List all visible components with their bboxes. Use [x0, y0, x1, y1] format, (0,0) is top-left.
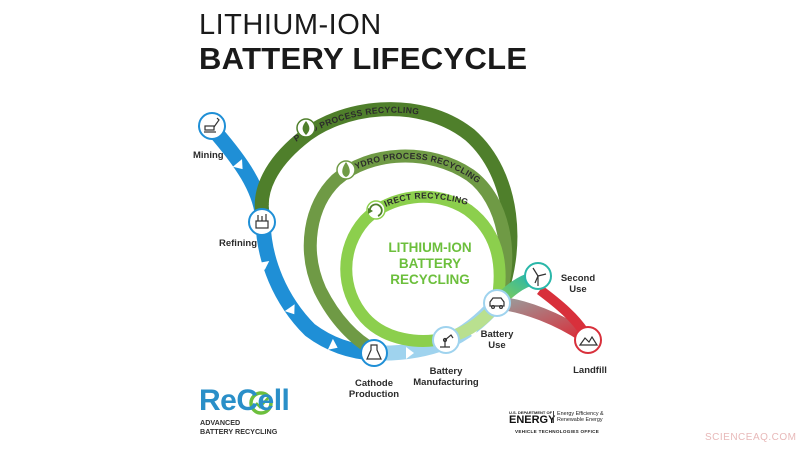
direct-recycling-arc [340, 190, 506, 347]
pyro-recycling-arc [254, 102, 518, 306]
refinery-icon [255, 214, 269, 229]
cathode-label-line1: Cathode [355, 378, 393, 389]
landfill-label: Landfill [573, 365, 607, 376]
cathode-label-line2: Production [349, 389, 399, 400]
cathode-node [360, 339, 388, 367]
droplet-icon [336, 160, 356, 180]
recell-logo-text: ReCell [199, 384, 290, 417]
recell-subtitle-line1: ADVANCED [200, 418, 241, 427]
battery-use-label-line1: Battery [481, 329, 514, 340]
second-use-label-line1: Second [561, 273, 596, 284]
excavator-icon [204, 117, 220, 133]
mining-node [198, 112, 226, 140]
title-line1: LITHIUM-ION [199, 9, 382, 41]
doe-vto: VEHICLE TECHNOLOGIES OFFICE [515, 429, 600, 434]
center-line1: LITHIUM-ION [388, 240, 471, 255]
battery-use-label-line2: Use [488, 340, 505, 351]
second-use-node [524, 262, 552, 290]
flow-arrows [232, 159, 478, 359]
recell-subtitle-line2: BATTERY RECYCLING [200, 426, 278, 436]
watermark: SCIENCEAQ.COM [705, 432, 797, 443]
second-use-label-line2: Use [569, 284, 586, 295]
manufacturing-node [432, 326, 460, 354]
doe-energy: ENERGY [509, 414, 556, 426]
refining-node [248, 208, 276, 236]
recycle-arrow-icon [366, 200, 386, 220]
doe-dept: U.S. DEPARTMENT OF [509, 410, 553, 415]
wind-turbine-icon [532, 267, 547, 286]
landfill-node [574, 326, 602, 354]
doe-eere: Energy Efficiency & Renewable Energy [553, 411, 604, 423]
flame-icon [296, 118, 316, 138]
manufacturing-label-line1: Battery [430, 366, 463, 377]
center-line3: RECYCLING [390, 272, 470, 287]
refining-label: Refining [219, 238, 257, 249]
title-line2: BATTERY LIFECYCLE [199, 41, 528, 76]
center-line2: BATTERY [399, 256, 461, 271]
landfill-icon [578, 335, 599, 346]
doe-eere-line2: Renewable Energy [557, 417, 603, 423]
recell-logo-mark [249, 391, 273, 415]
car-icon [489, 297, 505, 310]
flask-icon [366, 344, 382, 360]
robot-arm-icon [440, 334, 454, 348]
manufacturing-label-line2: Manufacturing [413, 377, 479, 388]
mining-label: Mining [193, 150, 224, 161]
recell-subtitle: ADVANCED BATTERY RECYCLING [200, 418, 278, 436]
battery-use-node [483, 289, 511, 317]
doe-eere-line1: Energy Efficiency & [557, 411, 604, 417]
